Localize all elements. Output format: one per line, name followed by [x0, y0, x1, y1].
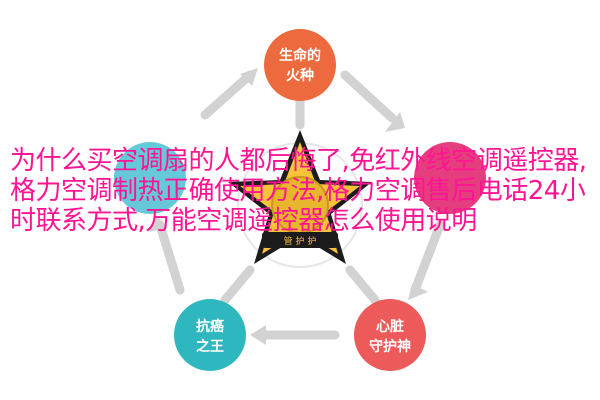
node-right: [414, 142, 486, 214]
arrow-bottom-left-to-left: [155, 220, 185, 295]
node-top: 生命的 火种: [264, 29, 336, 101]
node-bottom-left-circle: [174, 299, 246, 371]
center-emblem: 管 护 护: [228, 130, 372, 268]
arrow-tip-bottom-right: [408, 284, 428, 300]
node-top-circle: [264, 29, 336, 101]
node-top-line1: 生命的: [279, 47, 321, 64]
node-top-line2: 火种: [286, 67, 314, 84]
arrow-tips: [148, 68, 428, 345]
overlay-caption: 为什么买空调扇的人都后悔了,免红外线空调遥控器,格力空调制热正确使用方法,格力空…: [10, 146, 587, 236]
node-bottom-left: 抗癌 之王: [174, 299, 246, 371]
arrow-center-to-bottom-left: [220, 265, 255, 305]
node-left: [114, 142, 186, 214]
arrow-tip-left: [148, 215, 168, 232]
center-banner-text: 管 护 护: [284, 235, 317, 247]
node-bottom-right-line1: 心脏: [376, 318, 404, 335]
arrow-left-to-top: [200, 70, 255, 120]
node-bottom-left-line1: 抗癌: [196, 318, 224, 335]
arrow-tip-top: [240, 68, 258, 86]
arrow-tip-bottom-left: [250, 325, 266, 345]
node-left-circle: [114, 142, 186, 214]
arrow-right-to-bottom-right: [410, 220, 445, 295]
node-bottom-right-line2: 守护神: [369, 338, 411, 355]
ring-arrows: [155, 70, 445, 340]
node-bottom-right: 心脏 守护神: [354, 299, 426, 371]
node-bottom-left-line2: 之王: [196, 338, 224, 355]
center-banner: [262, 232, 338, 248]
node-right-circle: [414, 142, 486, 214]
arrow-top-to-right: [340, 70, 397, 123]
arrow-center-to-bottom-right: [345, 265, 380, 305]
node-bottom-right-circle: [354, 299, 426, 371]
arrow-tip-right: [385, 112, 405, 132]
